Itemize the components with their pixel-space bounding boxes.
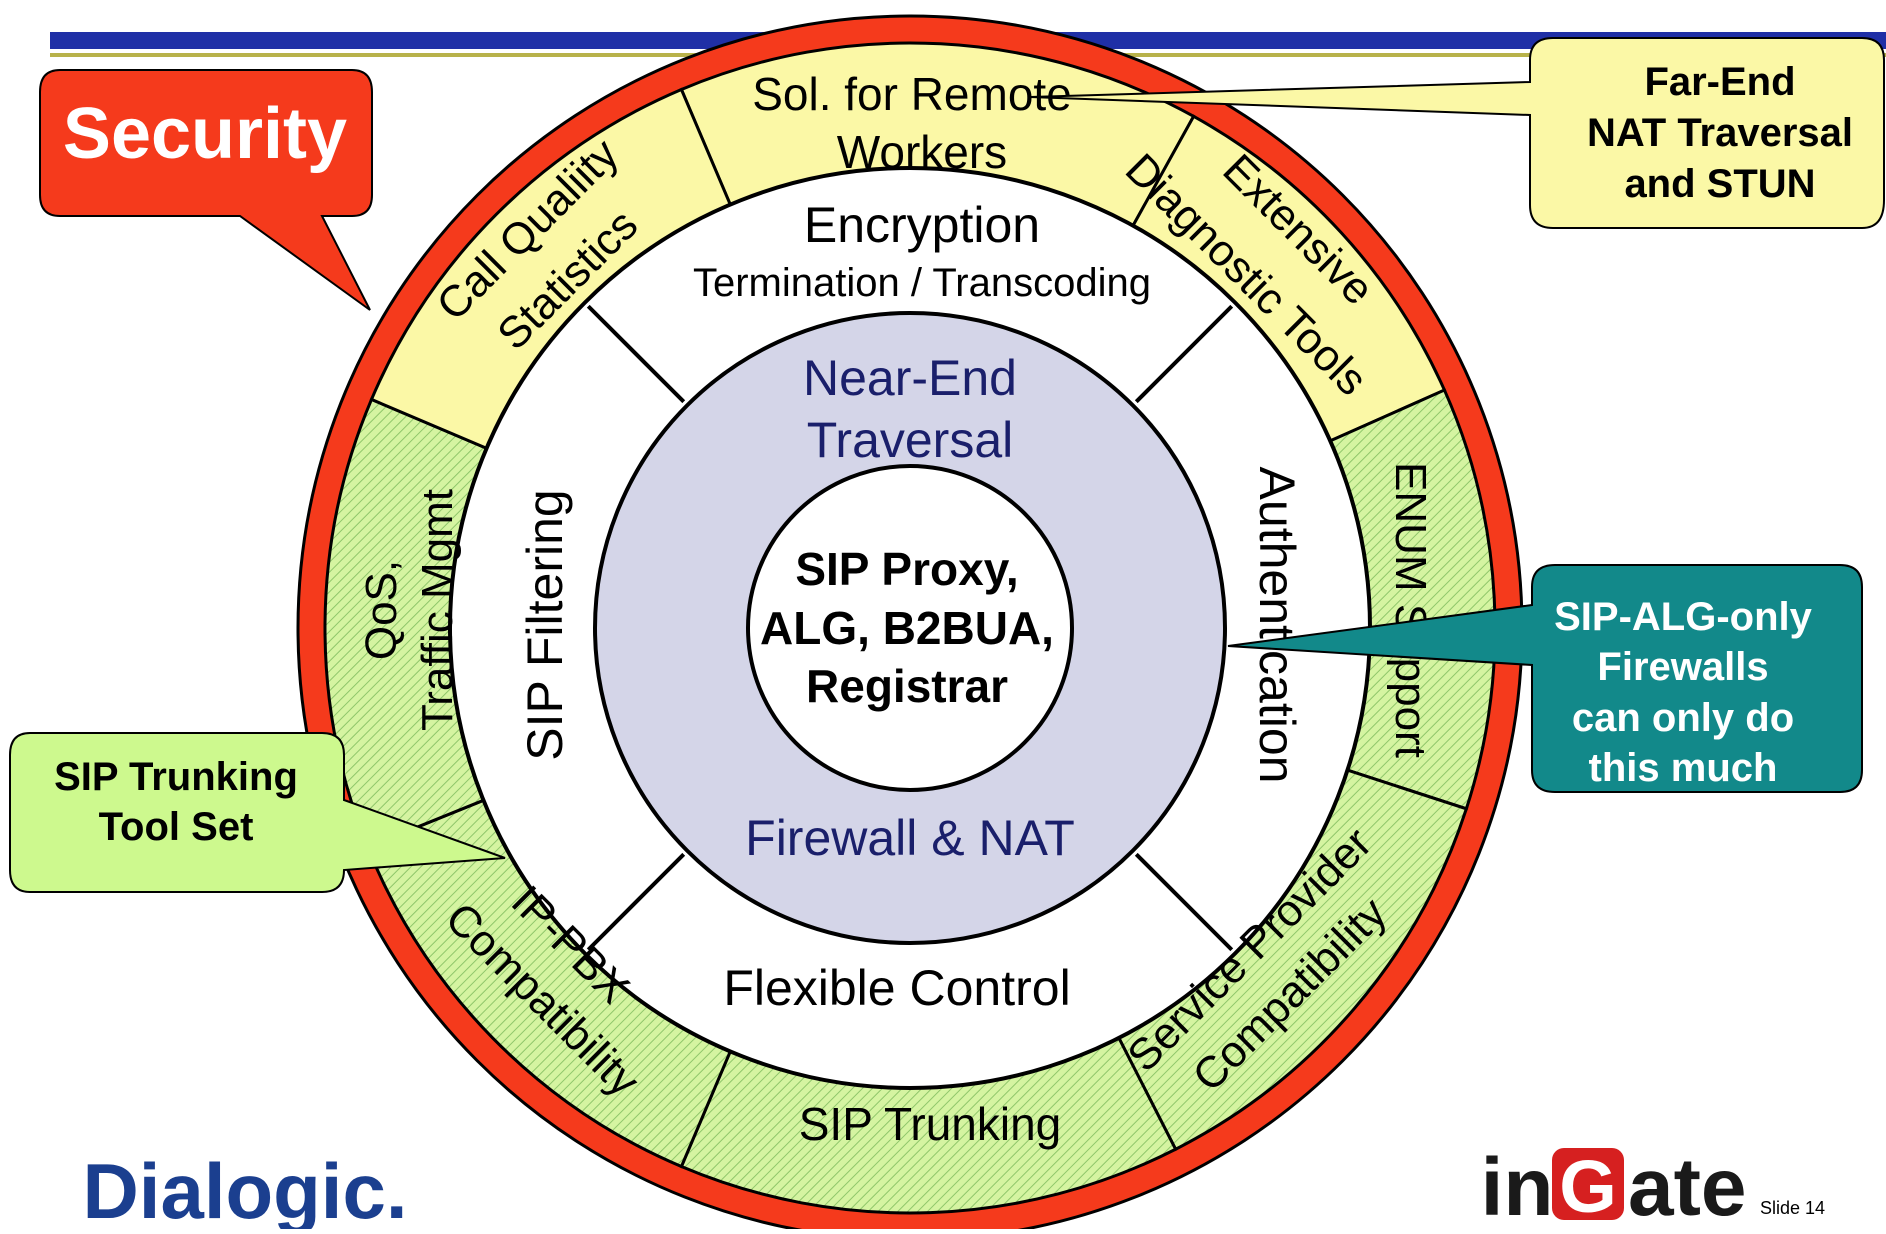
security-callout: Security bbox=[39, 69, 373, 311]
flexible-control-label: Flexible Control bbox=[723, 960, 1070, 1016]
outer-ring-segments bbox=[323, 41, 1497, 1215]
trunking-toolset-callout-text: Tool Set bbox=[99, 805, 254, 849]
core-label: SIP Proxy, bbox=[795, 543, 1018, 595]
near-end-label: Traversal bbox=[807, 412, 1014, 468]
divider-line bbox=[586, 304, 686, 404]
dialogic-logo-text: Dialogic. bbox=[82, 1147, 407, 1229]
sip-trunking-label: SIP Trunking bbox=[799, 1098, 1062, 1150]
termination-label: Termination / Transcoding bbox=[693, 261, 1151, 305]
dialogic-logo: Dialogic. bbox=[82, 1147, 407, 1234]
divider-line bbox=[586, 852, 686, 952]
ingate-logo-g: G bbox=[1559, 1145, 1617, 1228]
qos-label: Traffic Mgmt bbox=[413, 489, 462, 731]
enum-label: ENUM Support bbox=[1386, 462, 1435, 758]
remote-workers-label: Sol. for Remote bbox=[752, 68, 1072, 120]
ingate-g-box bbox=[1552, 1148, 1624, 1220]
sip-alg-callout-text: Firewalls bbox=[1597, 645, 1768, 689]
sip-filtering-label: SIP Filtering bbox=[517, 489, 573, 760]
ingate-logo-text: ate bbox=[1628, 1142, 1747, 1229]
encryption-label: Encryption bbox=[804, 197, 1040, 253]
qos-label: QoS, bbox=[357, 560, 406, 660]
near-end-label: Near-End bbox=[803, 350, 1017, 406]
core-circle bbox=[746, 464, 1074, 792]
firewall-nat-label: Firewall & NAT bbox=[745, 810, 1075, 866]
far-end-callout-text: NAT Traversal bbox=[1587, 111, 1853, 155]
divider-line bbox=[1134, 304, 1234, 404]
ingate-logo-text: in bbox=[1481, 1142, 1554, 1229]
core-label: Registrar bbox=[806, 660, 1008, 712]
divider-line bbox=[1134, 852, 1234, 952]
authentication-label: Authentication bbox=[1249, 467, 1305, 784]
far-end-callout-text: and STUN bbox=[1624, 162, 1815, 206]
slide-number: Slide 14 bbox=[1760, 1198, 1826, 1218]
core-label: ALG, B2BUA, bbox=[760, 602, 1054, 654]
security-callout-text: Security bbox=[63, 94, 347, 174]
sip-alg-callout-text: SIP-ALG-only bbox=[1554, 595, 1813, 639]
remote-workers-label: Workers bbox=[837, 126, 1007, 178]
middle-ring-dividers bbox=[586, 304, 1234, 952]
sip-alg-callout-text: can only do bbox=[1572, 696, 1794, 740]
sip-alg-callout-text: this much bbox=[1589, 746, 1778, 790]
trunking-toolset-callout-text: SIP Trunking bbox=[54, 755, 298, 799]
far-end-callout-text: Far-End bbox=[1644, 60, 1795, 104]
